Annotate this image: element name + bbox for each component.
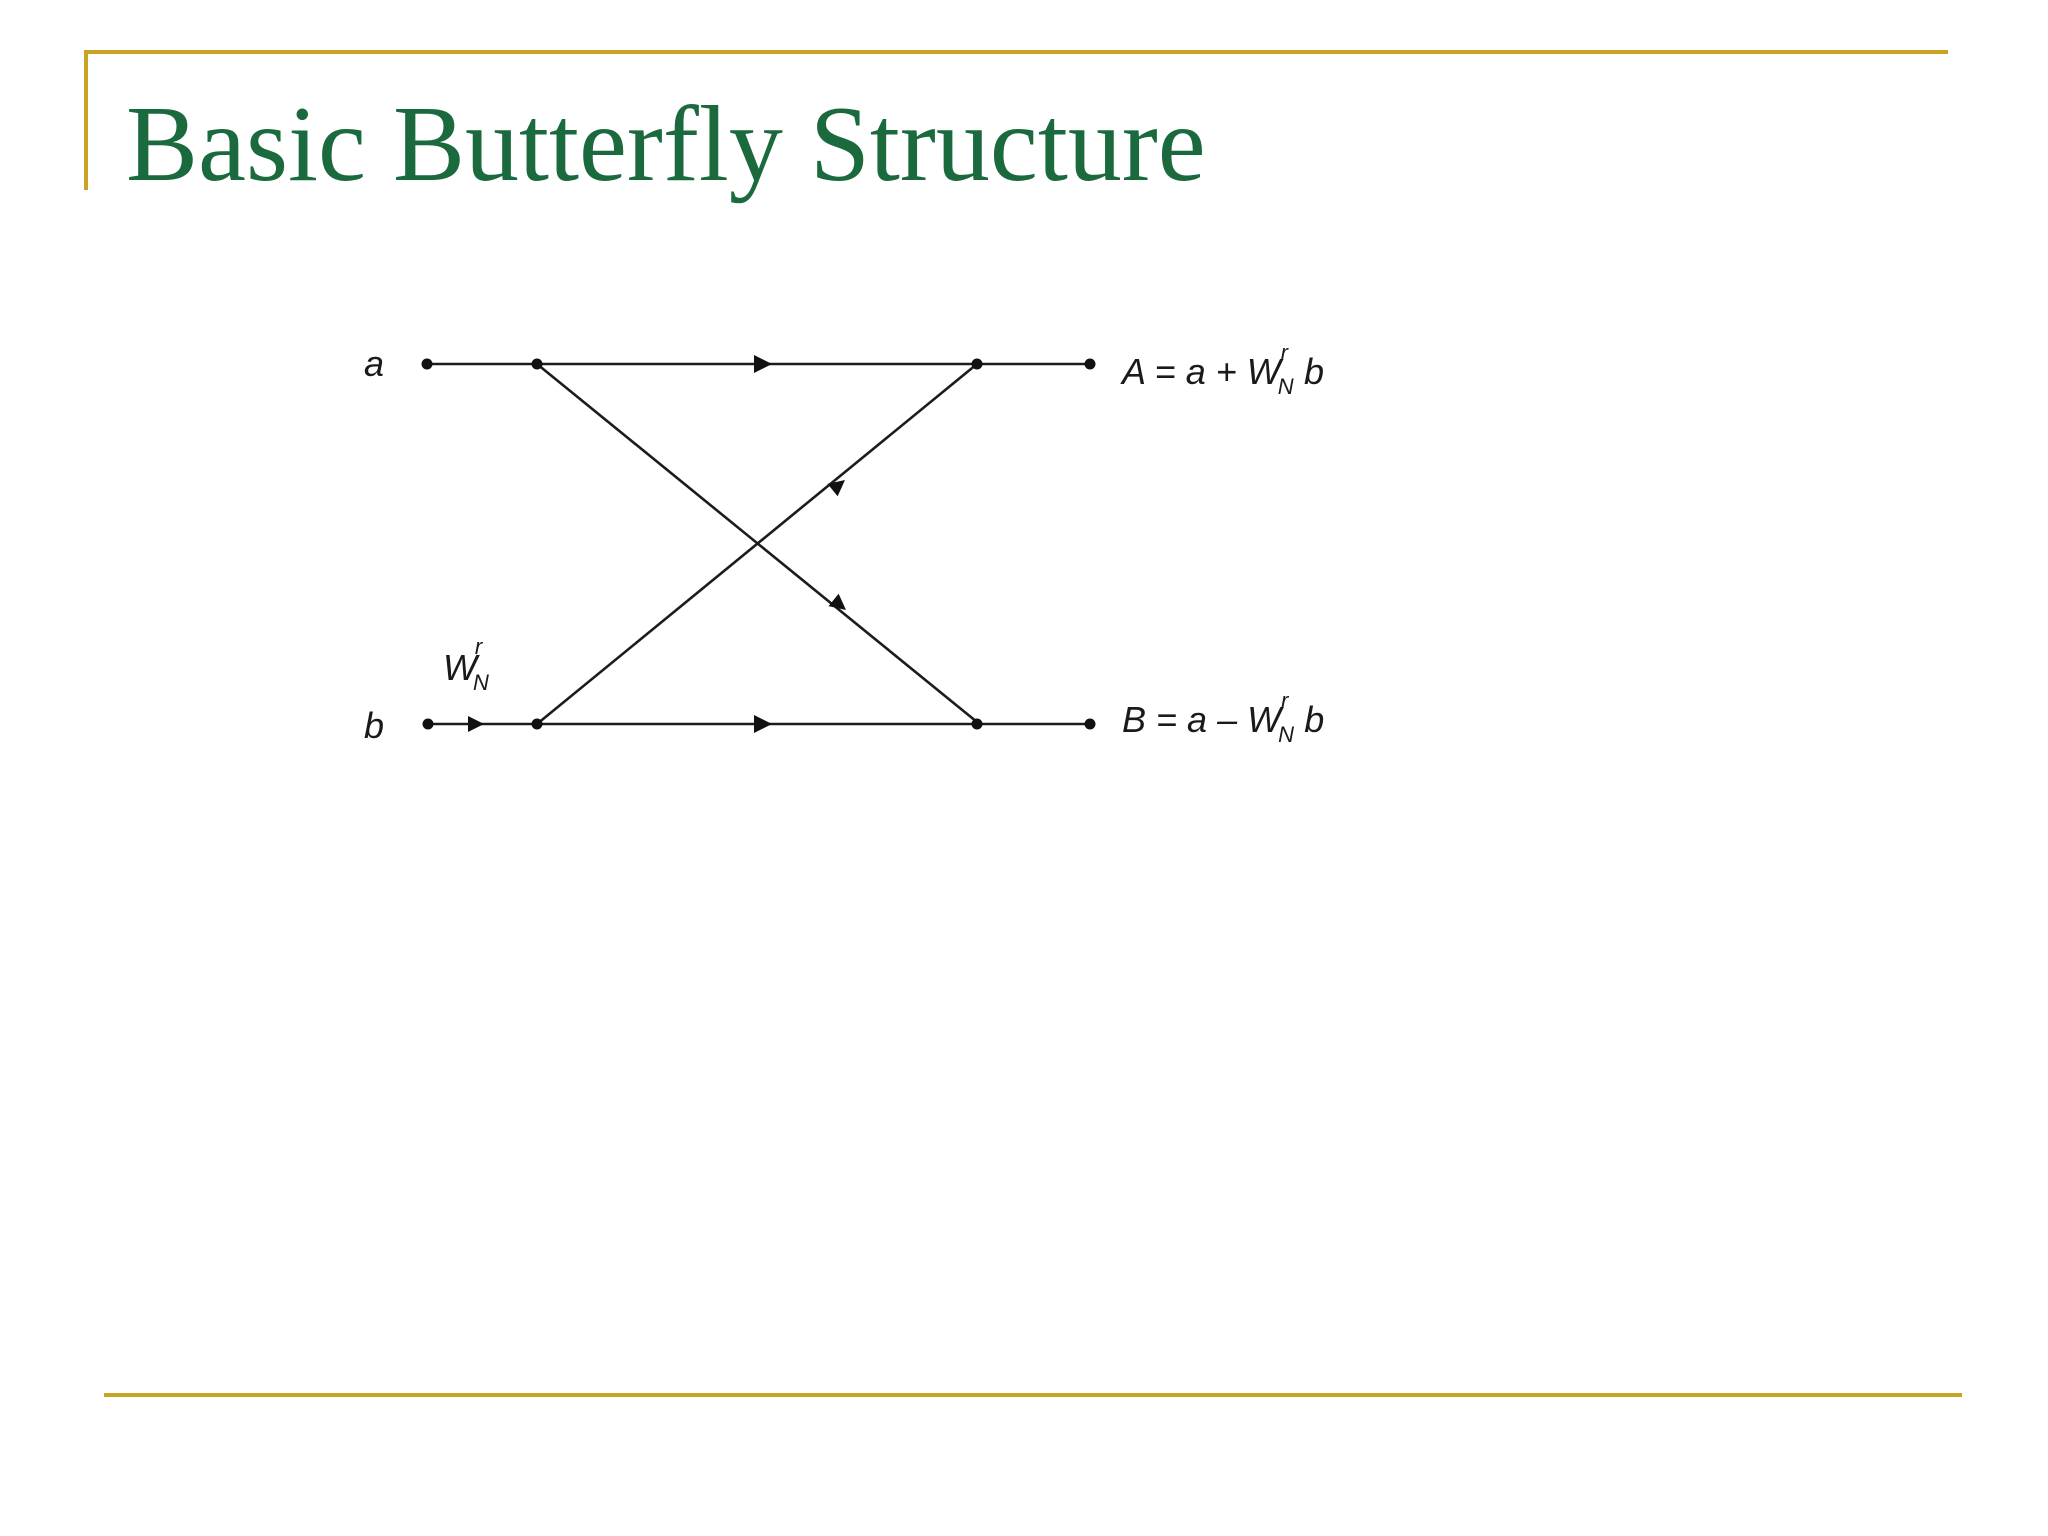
node-bottom-left	[531, 718, 543, 730]
output-A-label: A = a + WNr b	[1120, 340, 1324, 399]
output-B-sup: r	[1281, 688, 1290, 713]
bottom-rule	[104, 1393, 1962, 1397]
twiddle-sub: N	[473, 670, 489, 695]
slide-title: Basic Butterfly Structure	[126, 85, 1206, 204]
output-B-lhs: B = a –	[1122, 699, 1247, 740]
output-B-sub: N	[1278, 722, 1294, 747]
node-top-right	[971, 358, 983, 370]
output-B-rhs: b	[1294, 699, 1324, 740]
arrow-bottom	[754, 715, 772, 733]
twiddle-factor-label: WNr	[443, 634, 489, 695]
top-rule	[86, 50, 1948, 54]
node-B-output	[1084, 718, 1096, 730]
arrow-cross-up	[827, 480, 845, 497]
node-bottom-right	[971, 718, 983, 730]
output-A-base: W	[1247, 351, 1284, 392]
arrow-cross-down	[828, 593, 846, 610]
twiddle-sup: r	[475, 634, 484, 659]
output-B-base: W	[1247, 699, 1284, 740]
node-a-input	[421, 358, 433, 370]
node-b-input	[422, 718, 434, 730]
node-A-output	[1084, 358, 1096, 370]
output-A-lhs: A = a +	[1120, 351, 1247, 392]
arrow-top	[754, 355, 772, 373]
input-a-label: a	[364, 343, 384, 384]
twiddle-base: W	[443, 647, 480, 688]
output-B-label: B = a – WNr b	[1122, 688, 1324, 747]
left-rule	[84, 50, 88, 190]
input-b-label: b	[364, 705, 384, 746]
arrow-b-twiddle	[468, 716, 484, 732]
output-A-rhs: b	[1294, 351, 1324, 392]
node-top-left	[531, 358, 543, 370]
output-A-sup: r	[1281, 340, 1290, 365]
wire-cross-up	[536, 362, 978, 726]
output-A-sub: N	[1278, 374, 1294, 399]
